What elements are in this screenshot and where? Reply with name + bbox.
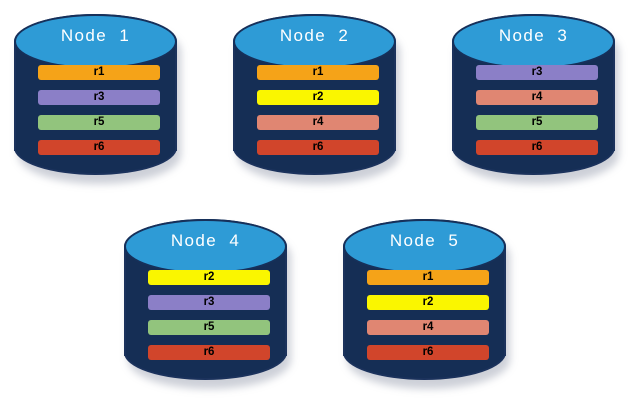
replica-bar[interactable]: r4	[367, 320, 489, 335]
replica-bar[interactable]: r1	[367, 270, 489, 285]
replica-bar[interactable]: r1	[257, 65, 379, 80]
node-title: Node 4	[170, 231, 241, 250]
cylinder-top-ellipse	[14, 14, 177, 69]
replica-list: r1 r2 r4 r6	[367, 270, 489, 360]
replica-bar[interactable]: r5	[38, 115, 160, 130]
replica-list: r1 r3 r5 r6	[38, 65, 160, 155]
replica-list: r3 r4 r5 r6	[476, 65, 598, 155]
replica-bar[interactable]: r4	[257, 115, 379, 130]
replica-bar[interactable]: r2	[257, 90, 379, 105]
cylinder-top-ellipse	[452, 14, 615, 69]
node-title: Node 1	[60, 26, 131, 45]
database-node-4[interactable]: Node 4 r2 r3 r5 r6	[122, 213, 295, 391]
node-title: Node 3	[498, 26, 569, 45]
replica-bar[interactable]: r6	[367, 345, 489, 360]
replica-bar[interactable]: r6	[148, 345, 270, 360]
replica-bar[interactable]: r5	[476, 115, 598, 130]
replica-bar[interactable]: r1	[38, 65, 160, 80]
replica-bar[interactable]: r3	[38, 90, 160, 105]
replica-bar[interactable]: r6	[257, 140, 379, 155]
replica-bar[interactable]: r5	[148, 320, 270, 335]
replica-bar[interactable]: r6	[476, 140, 598, 155]
replica-bar[interactable]: r3	[148, 295, 270, 310]
node-title: Node 5	[389, 231, 460, 250]
replica-bar[interactable]: r3	[476, 65, 598, 80]
replica-list: r1 r2 r4 r6	[257, 65, 379, 155]
cylinder-top-ellipse	[124, 219, 287, 274]
database-node-5[interactable]: Node 5 r1 r2 r4 r6	[341, 213, 514, 391]
replica-list: r2 r3 r5 r6	[148, 270, 270, 360]
node-title: Node 2	[279, 26, 350, 45]
database-node-3[interactable]: Node 3 r3 r4 r5 r6	[450, 8, 623, 186]
replica-bar[interactable]: r2	[367, 295, 489, 310]
database-node-1[interactable]: Node 1 r1 r3 r5 r6	[12, 8, 185, 186]
replica-bar[interactable]: r6	[38, 140, 160, 155]
replica-bar[interactable]: r2	[148, 270, 270, 285]
database-node-2[interactable]: Node 2 r1 r2 r4 r6	[231, 8, 404, 186]
replica-bar[interactable]: r4	[476, 90, 598, 105]
cylinder-top-ellipse	[343, 219, 506, 274]
